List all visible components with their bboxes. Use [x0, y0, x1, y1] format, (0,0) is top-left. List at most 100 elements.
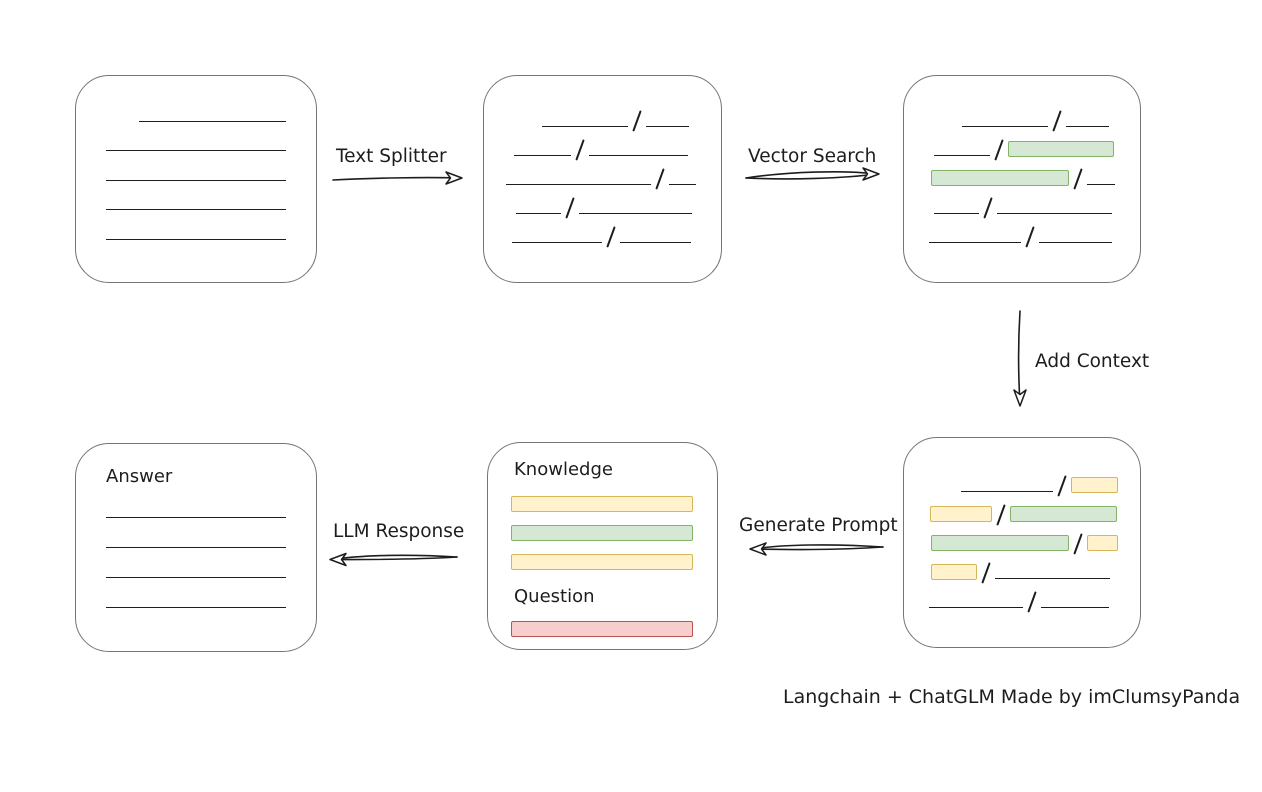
segment-row	[106, 211, 316, 241]
segment-row	[926, 99, 1140, 132]
segment-row	[106, 182, 316, 212]
segment-row	[506, 157, 721, 190]
chunk-highlight-green	[931, 170, 1069, 186]
retrieved-chunks-box	[903, 75, 1141, 283]
llm-response-label: LLM Response	[333, 521, 465, 542]
text-line	[620, 242, 692, 243]
context-box	[903, 437, 1141, 648]
context-lines	[904, 438, 1140, 613]
question-bars	[488, 608, 717, 637]
chunk-highlight-yellow	[931, 564, 977, 580]
text-line	[106, 547, 286, 548]
indent-gap	[926, 214, 934, 215]
segment-row	[926, 157, 1140, 190]
chunk-highlight-yellow	[511, 496, 693, 512]
answer-lines	[76, 488, 316, 609]
question-label: Question	[514, 586, 595, 607]
text-line	[512, 242, 602, 243]
segment-row	[511, 512, 717, 541]
text-line	[506, 184, 651, 185]
text-line	[514, 155, 571, 156]
segment-row	[511, 483, 717, 512]
indent-gap	[506, 156, 514, 157]
indent-gap	[506, 243, 512, 244]
segment-row	[106, 489, 316, 519]
segment-row	[926, 580, 1140, 613]
text-line	[1039, 242, 1113, 243]
segment-row	[506, 215, 721, 248]
chunk-highlight-green	[1010, 506, 1118, 522]
indent-gap	[926, 156, 934, 157]
generate-prompt-label: Generate Prompt	[739, 515, 898, 536]
indent-gap	[106, 122, 139, 123]
segment-row	[926, 522, 1140, 555]
segment-row	[106, 123, 316, 153]
chunk-highlight-red	[511, 621, 693, 637]
segment-row	[926, 128, 1140, 161]
text-line	[646, 126, 690, 127]
segment-row	[506, 99, 721, 132]
text-line	[106, 517, 286, 518]
chunks-lines	[484, 76, 721, 248]
vector-search-label: Vector Search	[748, 146, 877, 167]
indent-gap	[926, 550, 931, 551]
chunks-box	[483, 75, 722, 283]
segment-row	[106, 549, 316, 579]
segment-row	[926, 464, 1140, 497]
segment-row	[106, 579, 316, 609]
text-line	[106, 238, 286, 240]
answer-label: Answer	[106, 466, 173, 487]
indent-gap	[506, 214, 516, 215]
text-line	[995, 578, 1111, 579]
slash-divider	[1027, 591, 1037, 613]
llm-response-arrow	[329, 552, 458, 567]
text-line	[542, 126, 628, 127]
indent-gap	[506, 127, 542, 128]
text-line	[934, 213, 979, 214]
prompt-box: Knowledge Question	[487, 442, 718, 650]
text-line	[1066, 126, 1110, 127]
text-splitter-label: Text Splitter	[336, 146, 447, 167]
chunk-highlight-yellow	[1071, 477, 1119, 493]
segment-row	[506, 186, 721, 219]
text-line	[1041, 607, 1110, 608]
segment-row	[926, 186, 1140, 219]
credit-caption: Langchain + ChatGLM Made by imClumsyPand…	[783, 686, 1241, 708]
slash-divider	[606, 226, 616, 248]
text-line	[106, 179, 286, 181]
text-line	[106, 577, 286, 578]
segment-row	[511, 608, 717, 637]
text-line	[589, 155, 689, 156]
document-lines	[76, 76, 316, 241]
segment-row	[106, 519, 316, 549]
slash-divider	[1025, 226, 1035, 248]
retrieved-chunks-lines	[904, 76, 1140, 248]
indent-gap	[926, 127, 962, 128]
chunk-highlight-yellow	[511, 554, 693, 570]
text-line	[929, 242, 1021, 243]
chunk-highlight-green	[511, 525, 693, 541]
chunk-highlight-yellow	[930, 506, 992, 522]
segment-row	[926, 493, 1140, 526]
text-line	[106, 150, 286, 151]
text-line	[106, 209, 286, 210]
segment-row	[511, 541, 717, 570]
add-context-arrow	[1013, 310, 1027, 407]
segment-row	[926, 551, 1140, 584]
indent-gap	[926, 579, 931, 580]
text-line	[934, 155, 990, 156]
text-line	[997, 213, 1113, 214]
text-line	[929, 607, 1023, 608]
add-context-label: Add Context	[1035, 351, 1150, 372]
text-line	[669, 184, 697, 185]
text-line	[962, 126, 1048, 127]
text-line	[1087, 184, 1116, 185]
segment-row	[106, 93, 316, 123]
indent-gap	[926, 492, 961, 493]
segment-row	[106, 152, 316, 182]
chunk-highlight-green	[931, 535, 1069, 551]
indent-gap	[926, 243, 929, 244]
generate-prompt-arrow	[749, 542, 884, 556]
knowledge-bars	[488, 481, 717, 570]
